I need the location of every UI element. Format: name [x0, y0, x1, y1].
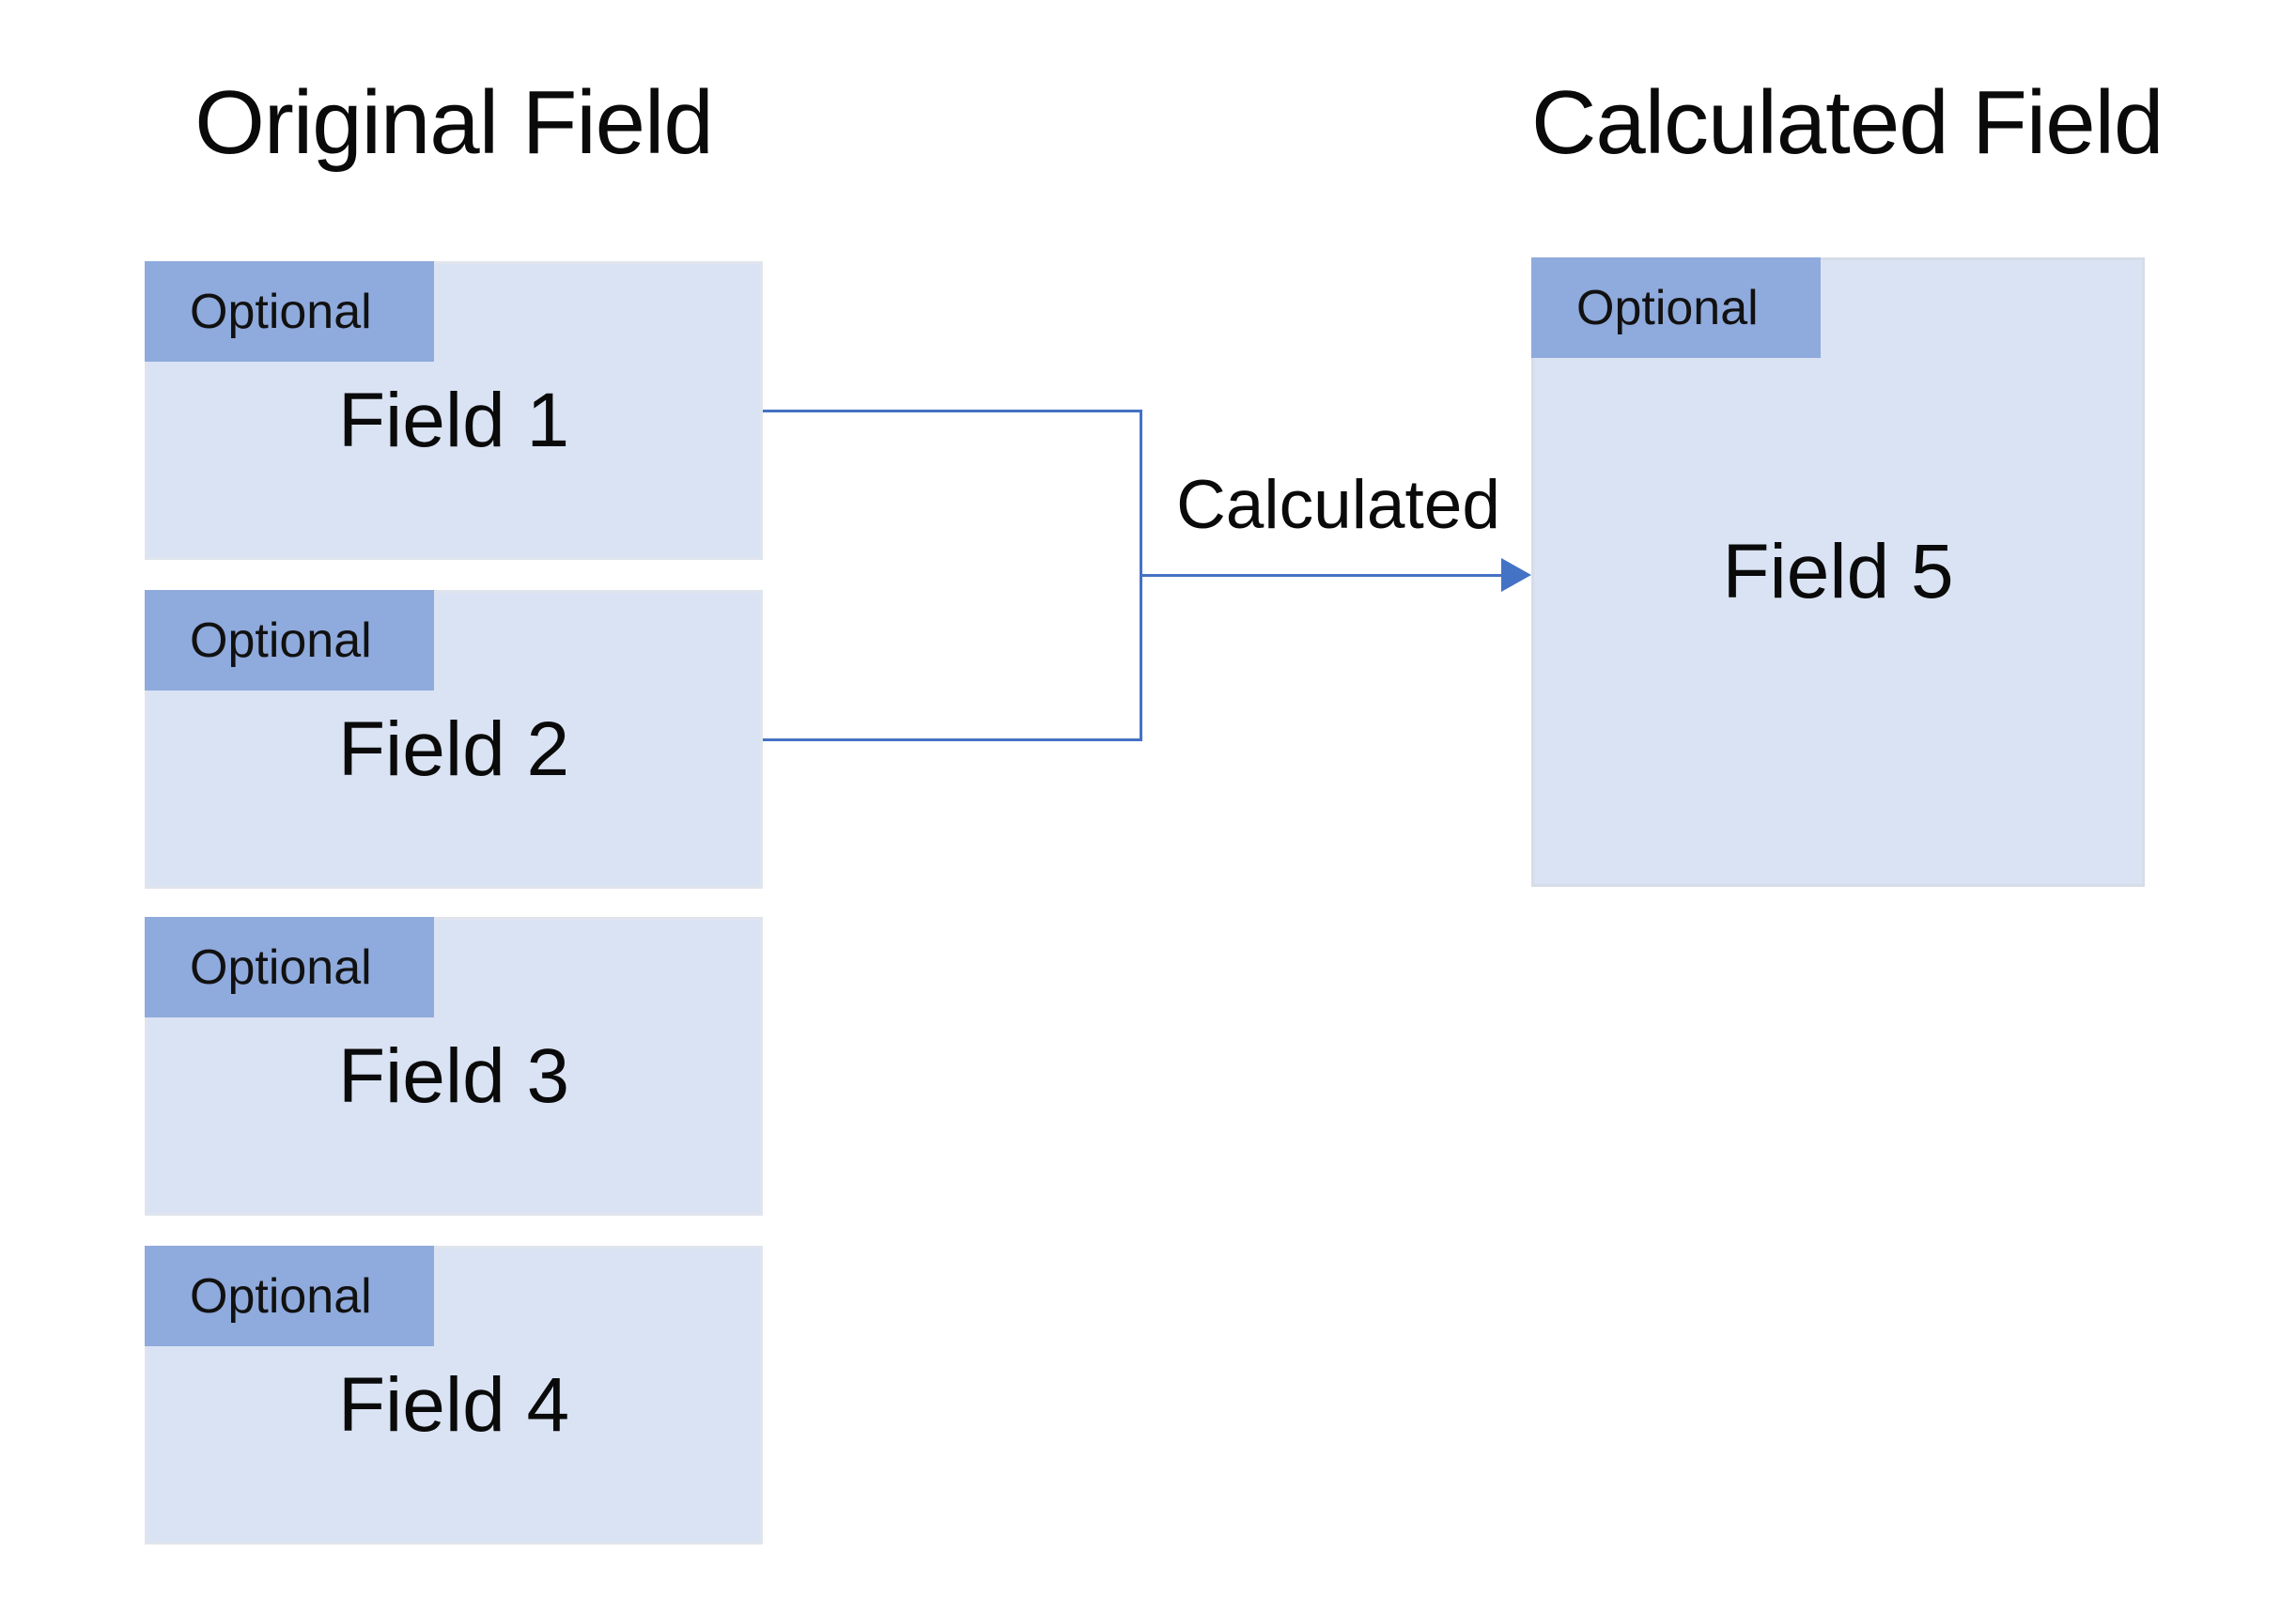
field-3-label: Field 3: [337, 1033, 570, 1119]
field-3-optional-label: Optional: [190, 939, 372, 995]
calculated-field-heading: Calculated Field: [1531, 72, 2164, 173]
connector-stub-field-1: [763, 410, 1140, 412]
field-2-optional-tag: Optional: [145, 590, 434, 691]
field-1-optional-label: Optional: [190, 284, 372, 339]
connector-stub-field-2: [763, 738, 1140, 741]
field-5-optional-label: Optional: [1576, 280, 1759, 335]
field-4-box: Optional Field 4: [145, 1246, 763, 1544]
field-5-box: Optional Field 5: [1531, 257, 2145, 887]
field-3-optional-tag: Optional: [145, 917, 434, 1017]
field-4-label: Field 4: [337, 1362, 570, 1448]
field-4-optional-label: Optional: [190, 1268, 372, 1324]
field-5-optional-tag: Optional: [1531, 257, 1821, 358]
field-2-label: Field 2: [337, 706, 570, 792]
field-5-label: Field 5: [1722, 529, 1954, 614]
field-1-optional-tag: Optional: [145, 261, 434, 362]
original-field-heading: Original Field: [194, 72, 714, 173]
field-3-box: Optional Field 3: [145, 917, 763, 1216]
calculated-arrow-label: Calculated: [1176, 467, 1500, 543]
field-2-box: Optional Field 2: [145, 590, 763, 889]
field-1-box: Optional Field 1: [145, 261, 763, 560]
calculated-arrow-shaft: [1140, 574, 1503, 577]
arrowhead-right-icon: [1501, 558, 1531, 592]
field-2-optional-label: Optional: [190, 613, 372, 668]
field-1-label: Field 1: [337, 378, 570, 463]
field-4-optional-tag: Optional: [145, 1246, 434, 1346]
